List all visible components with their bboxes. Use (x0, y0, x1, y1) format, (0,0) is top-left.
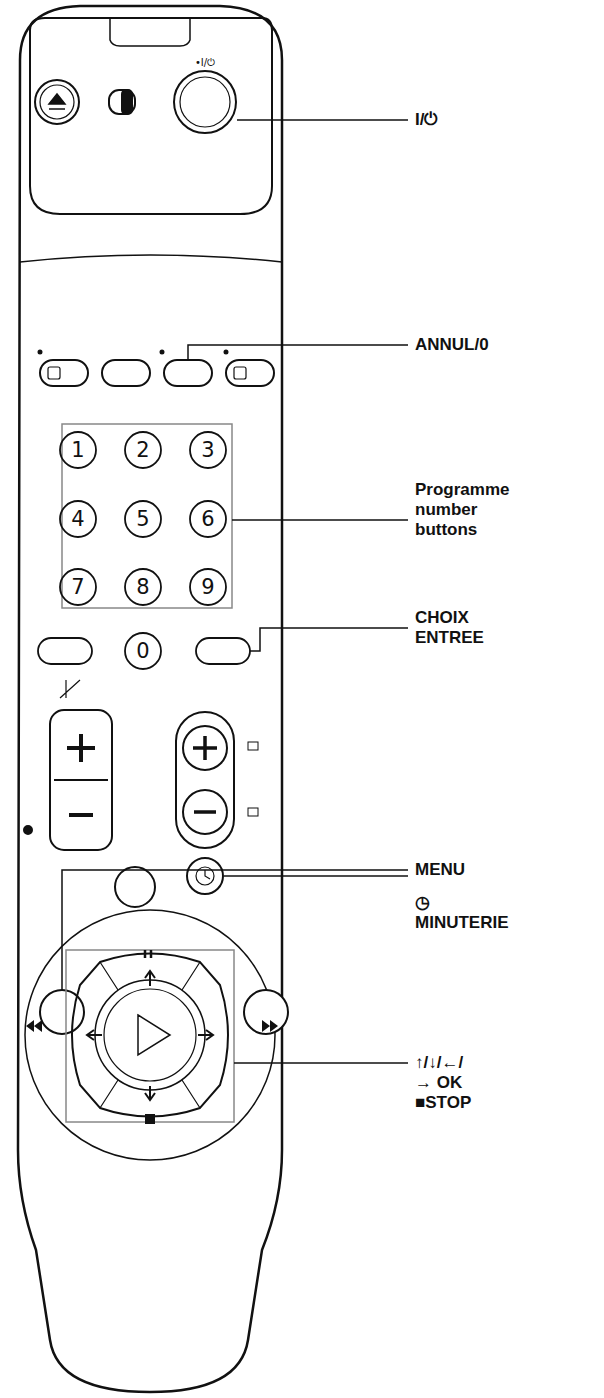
callout-label: MENU (415, 860, 465, 880)
callout-label: CHOIX ENTREE (415, 608, 484, 648)
button-digit: 1 (71, 439, 84, 461)
button-digit: 6 (201, 508, 214, 530)
button-digit: 9 (201, 576, 214, 598)
power-mark: •I/⏻ (195, 57, 215, 68)
button-digit: 2 (136, 439, 149, 461)
callout-label: ANNUL/0 (415, 335, 489, 355)
button-digit: 5 (136, 508, 149, 530)
button-digit: 4 (71, 508, 84, 530)
button-digit: 7 (71, 576, 84, 598)
button-digit: 8 (136, 576, 149, 598)
callout-label: I/⏻ (415, 110, 437, 130)
callout-label: ↑/↓/←/→ OK ■STOP (415, 1053, 471, 1113)
button-digit: 0 (136, 640, 149, 662)
button-digit: 3 (201, 439, 214, 461)
callout-label: Programme number buttons (415, 480, 509, 540)
callout-label: ◷ MINUTERIE (415, 893, 509, 933)
